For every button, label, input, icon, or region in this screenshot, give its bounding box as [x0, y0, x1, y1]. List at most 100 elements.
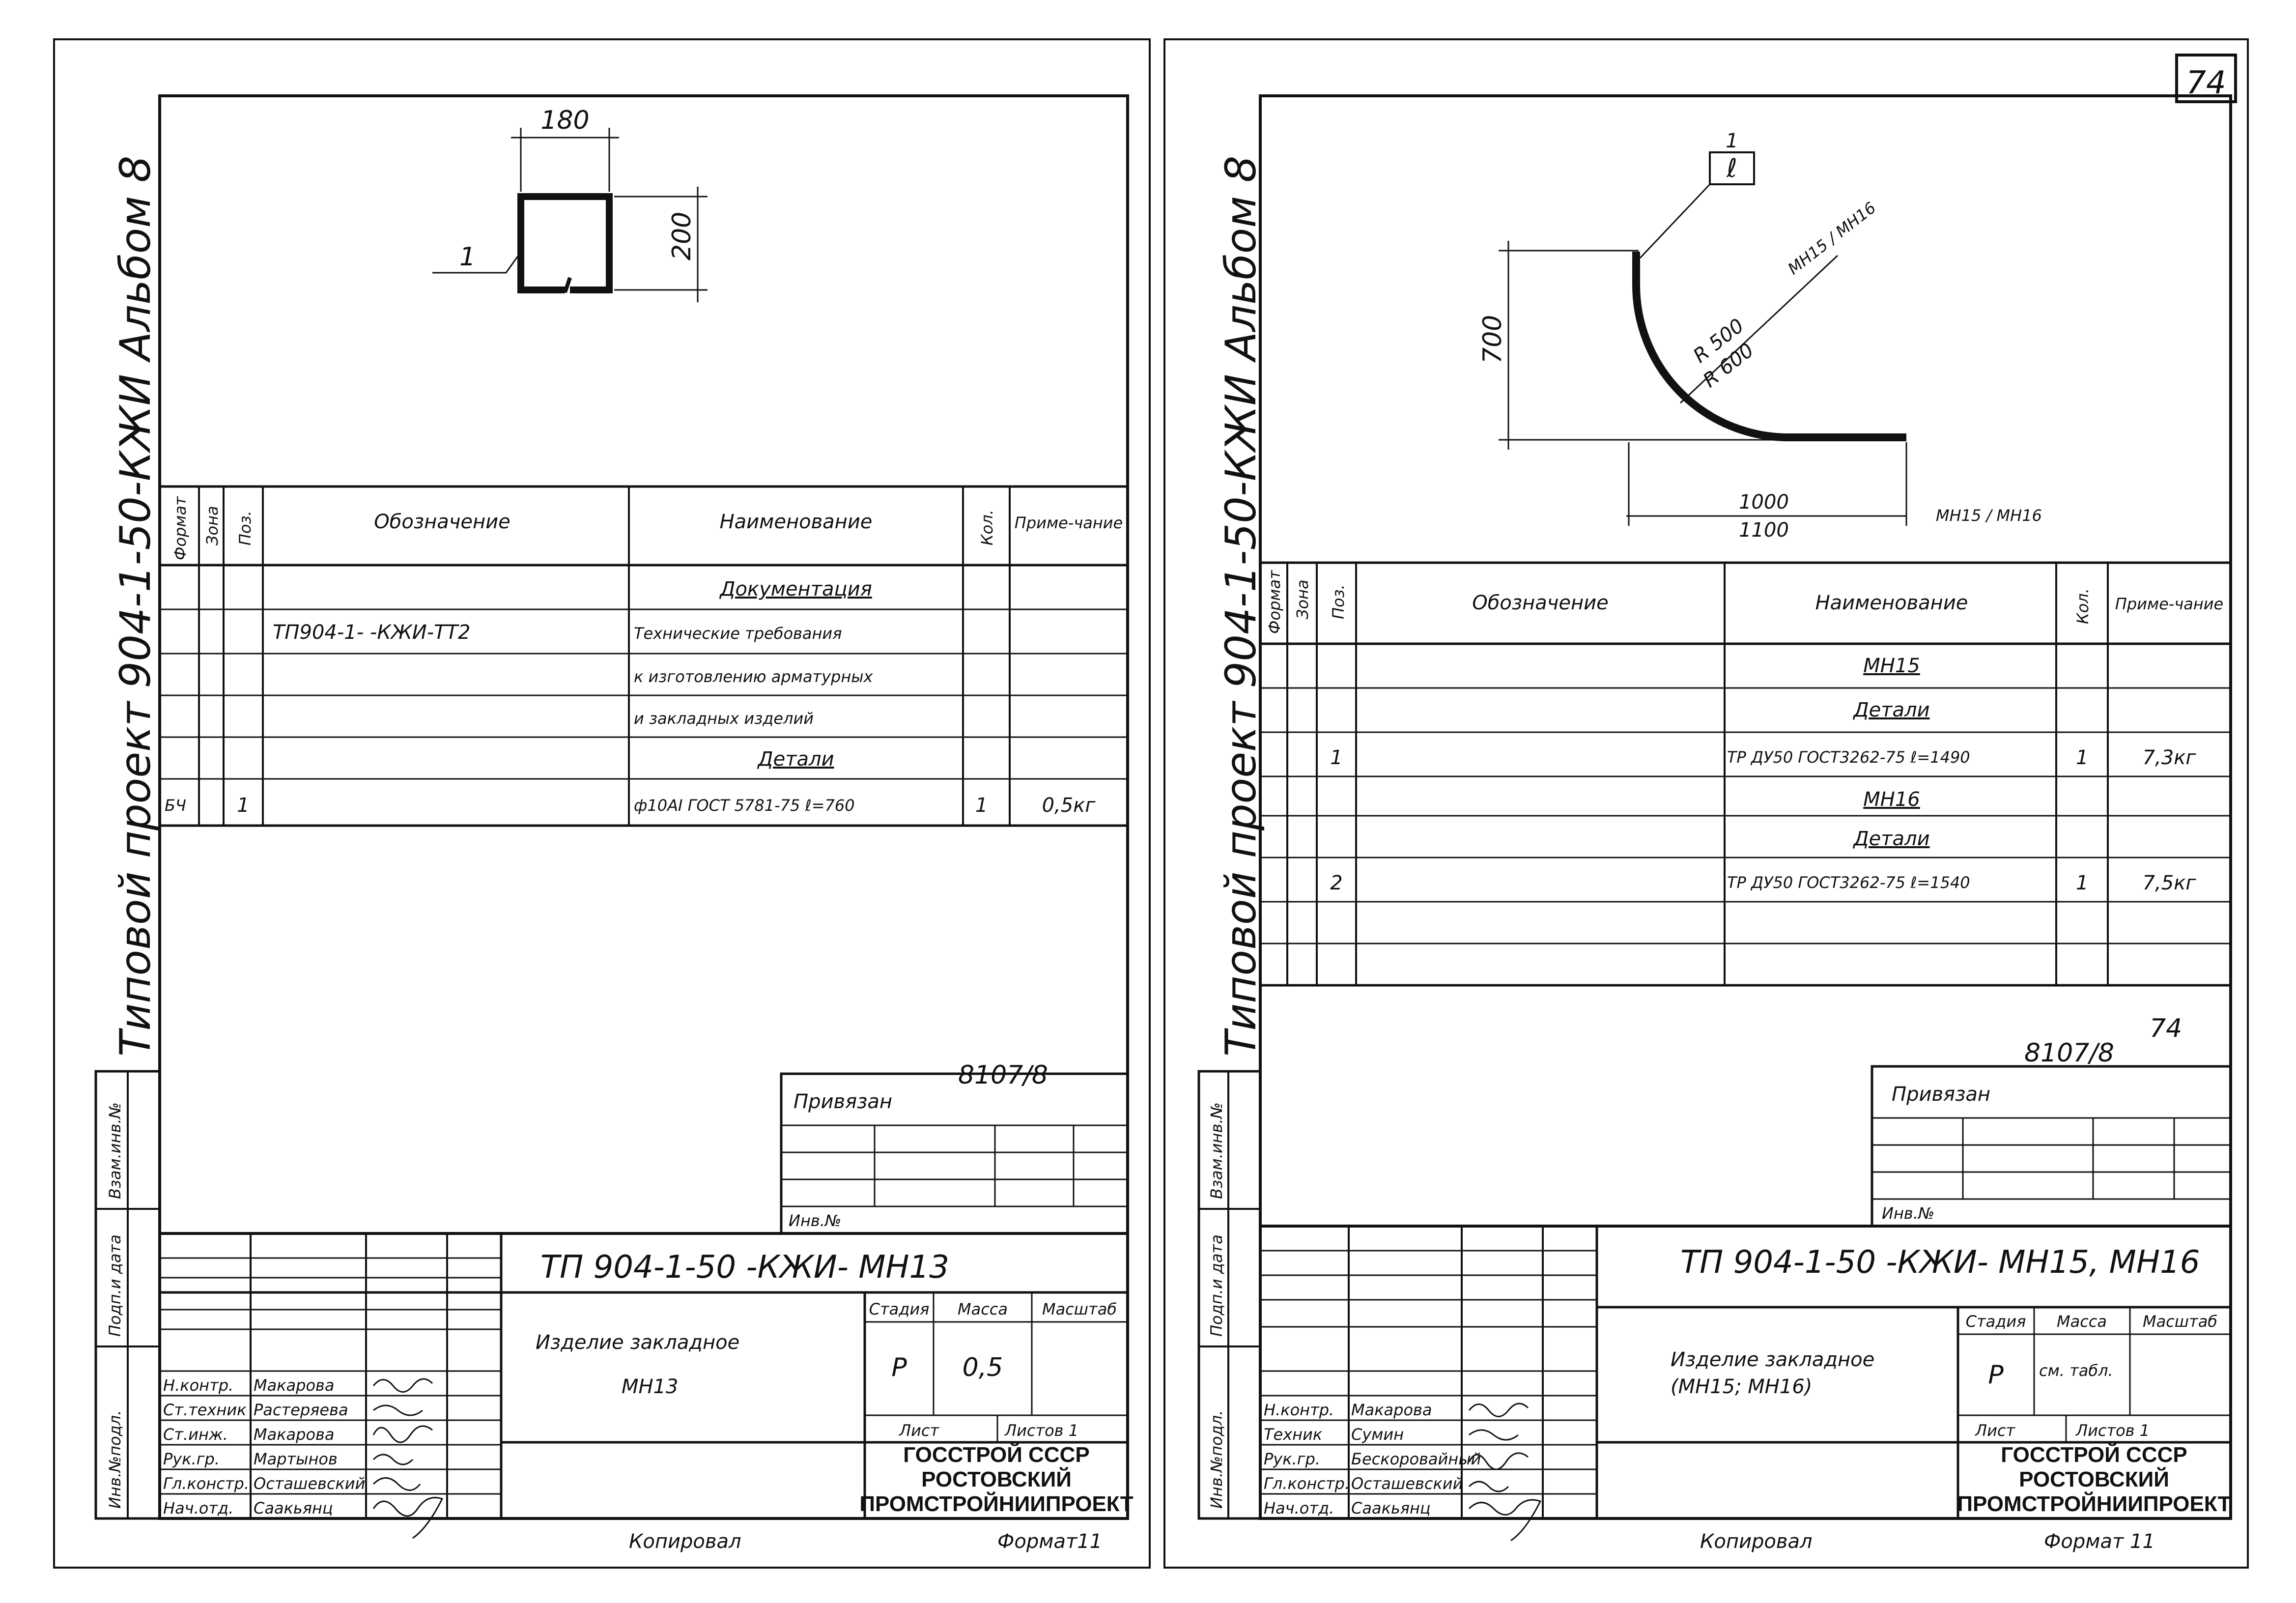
left-detail-drawing: 180 200 1 — [432, 106, 708, 302]
left-row2-designation: ТП904-1- -КЖИ-ТТ2 — [273, 621, 470, 644]
left-doc-code: ТП 904-1-50 -КЖИ- МН13 — [540, 1249, 949, 1286]
left-format-label: Формат11 — [997, 1530, 1102, 1553]
left-sig-role-6: Нач.отд. — [163, 1499, 233, 1517]
left-org-line2: РОСТОВСКИЙ — [921, 1466, 1072, 1491]
left-sig-name-1: Макарова — [254, 1376, 335, 1395]
right-row6-name: ТР ДУ50 ГОСТ3262-75 ℓ=1540 — [1727, 873, 1970, 892]
left-dim-height: 200 — [667, 212, 697, 260]
right-row4-name: МН16 — [1863, 788, 1920, 811]
right-stamp-sign-date: Подп.и дата — [1207, 1234, 1226, 1337]
right-hdr-designation: Обозначение — [1472, 592, 1609, 614]
right-sig-role-1: Н.контр. — [1264, 1401, 1334, 1419]
left-title-block: ТП 904-1-50 -КЖИ- МН13 Изделие закладное… — [160, 1232, 1134, 1539]
right-length-symbol: ℓ — [1726, 154, 1737, 183]
right-inv-label: Инв.№ — [1882, 1204, 1934, 1223]
right-sig-role-4: Гл.констр. — [1264, 1474, 1350, 1493]
left-sig-name-4: Мартынов — [254, 1450, 338, 1468]
left-title-mark: МН13 — [622, 1375, 679, 1398]
left-hdr-name: Наименование — [720, 511, 873, 533]
right-sig-name-1: Макарова — [1351, 1401, 1432, 1419]
right-handwritten-signatures — [1468, 1403, 1542, 1542]
right-position-mark: 1 — [1726, 130, 1738, 152]
left-sig-role-2: Ст.техник — [163, 1401, 247, 1419]
right-sig-name-4: Осташевский — [1351, 1474, 1463, 1493]
right-row3-note: 7,3кг — [2143, 746, 2197, 769]
right-sheet-border — [1163, 38, 2249, 1569]
left-row6-name: ф10АI ГОСТ 5781-75 ℓ=760 — [634, 796, 855, 815]
left-sig-name-2: Растеряева — [254, 1401, 348, 1419]
left-attached-label: Привязан — [794, 1090, 892, 1113]
right-sig-role-5: Нач.отд. — [1264, 1499, 1334, 1517]
right-album-label: Типовой проект 904-1-50-КЖИ Альбом 8 — [1217, 156, 1266, 1057]
right-row2-name: Детали — [1852, 699, 1929, 721]
left-inv-label: Инв.№ — [789, 1211, 841, 1230]
right-row3-qty: 1 — [2076, 746, 2088, 769]
right-radius-marks: МН15 / МН16 — [1785, 198, 1880, 278]
left-row2-name: Технические требования — [634, 624, 842, 643]
left-sheet: Взам.инв.№ Подп.и дата Инв.№подл. 180 20… — [94, 94, 1134, 1553]
left-hdr-zone: Зона — [203, 506, 222, 545]
right-attached-block: Привязан Инв.№ — [1871, 1065, 2232, 1228]
left-position-mark: 1 — [459, 242, 476, 272]
left-sig-name-6: Саакьянц — [254, 1499, 333, 1517]
right-dim-height: 700 — [1478, 315, 1507, 364]
right-row1-name: МН15 — [1863, 655, 1920, 677]
right-sheet: Взам.инв.№ Подп.и дата Инв.№подл. 700 10… — [1197, 94, 2232, 1553]
right-sig-name-5: Саакьянц — [1351, 1499, 1431, 1517]
right-title-block: ТП 904-1-50 -КЖИ- МН15, МН16 Изделие зак… — [1260, 1225, 2231, 1542]
right-sheet-number: 8107/8 — [2024, 1038, 2114, 1068]
left-attached-block: Привязан Инв.№ — [780, 1072, 1129, 1235]
left-album-label: Типовой проект 904-1-50-КЖИ Альбом 8 — [111, 156, 160, 1057]
left-hdr-format: Формат — [171, 496, 190, 560]
right-len-marks: МН15 / МН16 — [1936, 506, 2042, 525]
left-sig-name-5: Осташевский — [254, 1474, 365, 1493]
left-sheet-label: Лист — [899, 1421, 939, 1440]
right-sig-name-2: Сумин — [1351, 1425, 1404, 1444]
left-row6-pos: 1 — [237, 794, 249, 817]
right-hdr-zone: Зона — [1293, 579, 1312, 619]
right-sig-role-2: Техник — [1264, 1425, 1323, 1444]
left-mass: 0,5 — [963, 1353, 1003, 1382]
right-mass-header: Масса — [2057, 1312, 2107, 1331]
right-hdr-name: Наименование — [1815, 592, 1968, 614]
left-row6-format: БЧ — [165, 796, 186, 815]
left-row1-name: Документация — [719, 578, 872, 601]
right-spec-table: Формат Зона Поз. Обозначение Наименовани… — [1259, 561, 2232, 987]
left-row4-name: и закладных изделий — [634, 709, 814, 728]
right-sheets-label: Листов 1 — [2075, 1421, 2150, 1440]
right-row3-pos: 1 — [1330, 746, 1342, 769]
right-dim-len2: 1100 — [1739, 519, 1789, 542]
right-row6-note: 7,5кг — [2143, 872, 2197, 894]
left-stage-header: Стадия — [869, 1300, 930, 1318]
left-sig-role-5: Гл.констр. — [163, 1474, 249, 1493]
right-row6-qty: 1 — [2076, 872, 2088, 894]
right-row6-pos: 2 — [1330, 872, 1342, 894]
page-number-box — [2175, 54, 2237, 103]
right-side-stamp — [1197, 1070, 1262, 1520]
right-mass: см. табл. — [2039, 1361, 2113, 1380]
left-hdr-note: Приме-чание — [1015, 514, 1123, 532]
right-org-line2: РОСТОВСКИЙ — [2019, 1466, 2169, 1491]
right-dim-len1: 1000 — [1739, 491, 1789, 514]
left-mass-header: Масса — [958, 1300, 1008, 1318]
left-org-line1: ГОССТРОЙ СССР — [903, 1442, 1089, 1467]
left-hdr-qty: Кол. — [978, 510, 996, 545]
right-detail-drawing: 700 1000 1100 МН15 / МН16 R 500 R 600 МН… — [1478, 130, 2042, 542]
left-row3-name: к изготовлению арматурных — [634, 667, 874, 686]
right-doc-code: ТП 904-1-50 -КЖИ- МН15, МН16 — [1680, 1244, 2200, 1281]
left-handwritten-signatures — [372, 1378, 444, 1539]
right-stage: Р — [1988, 1360, 2004, 1390]
left-org-line3: ПРОМСТРОЙНИИПРОЕКТ — [859, 1491, 1133, 1516]
left-sig-role-3: Ст.инж. — [163, 1425, 228, 1444]
right-hdr-pos: Поз. — [1329, 584, 1348, 619]
left-row6-note: 0,5кг — [1042, 794, 1096, 817]
left-sheet-number: 8107/8 — [958, 1060, 1048, 1090]
left-sig-role-4: Рук.гр. — [163, 1450, 220, 1468]
left-sig-role-1: Н.контр. — [163, 1376, 233, 1395]
right-hdr-format: Формат — [1265, 570, 1284, 634]
right-sig-role-3: Рук.гр. — [1264, 1450, 1320, 1468]
left-spec-table: Формат Зона Поз. Обозначение Наименовани… — [158, 485, 1129, 827]
left-sheets-label: Листов 1 — [1004, 1421, 1078, 1440]
right-row5-name: Детали — [1852, 828, 1929, 850]
